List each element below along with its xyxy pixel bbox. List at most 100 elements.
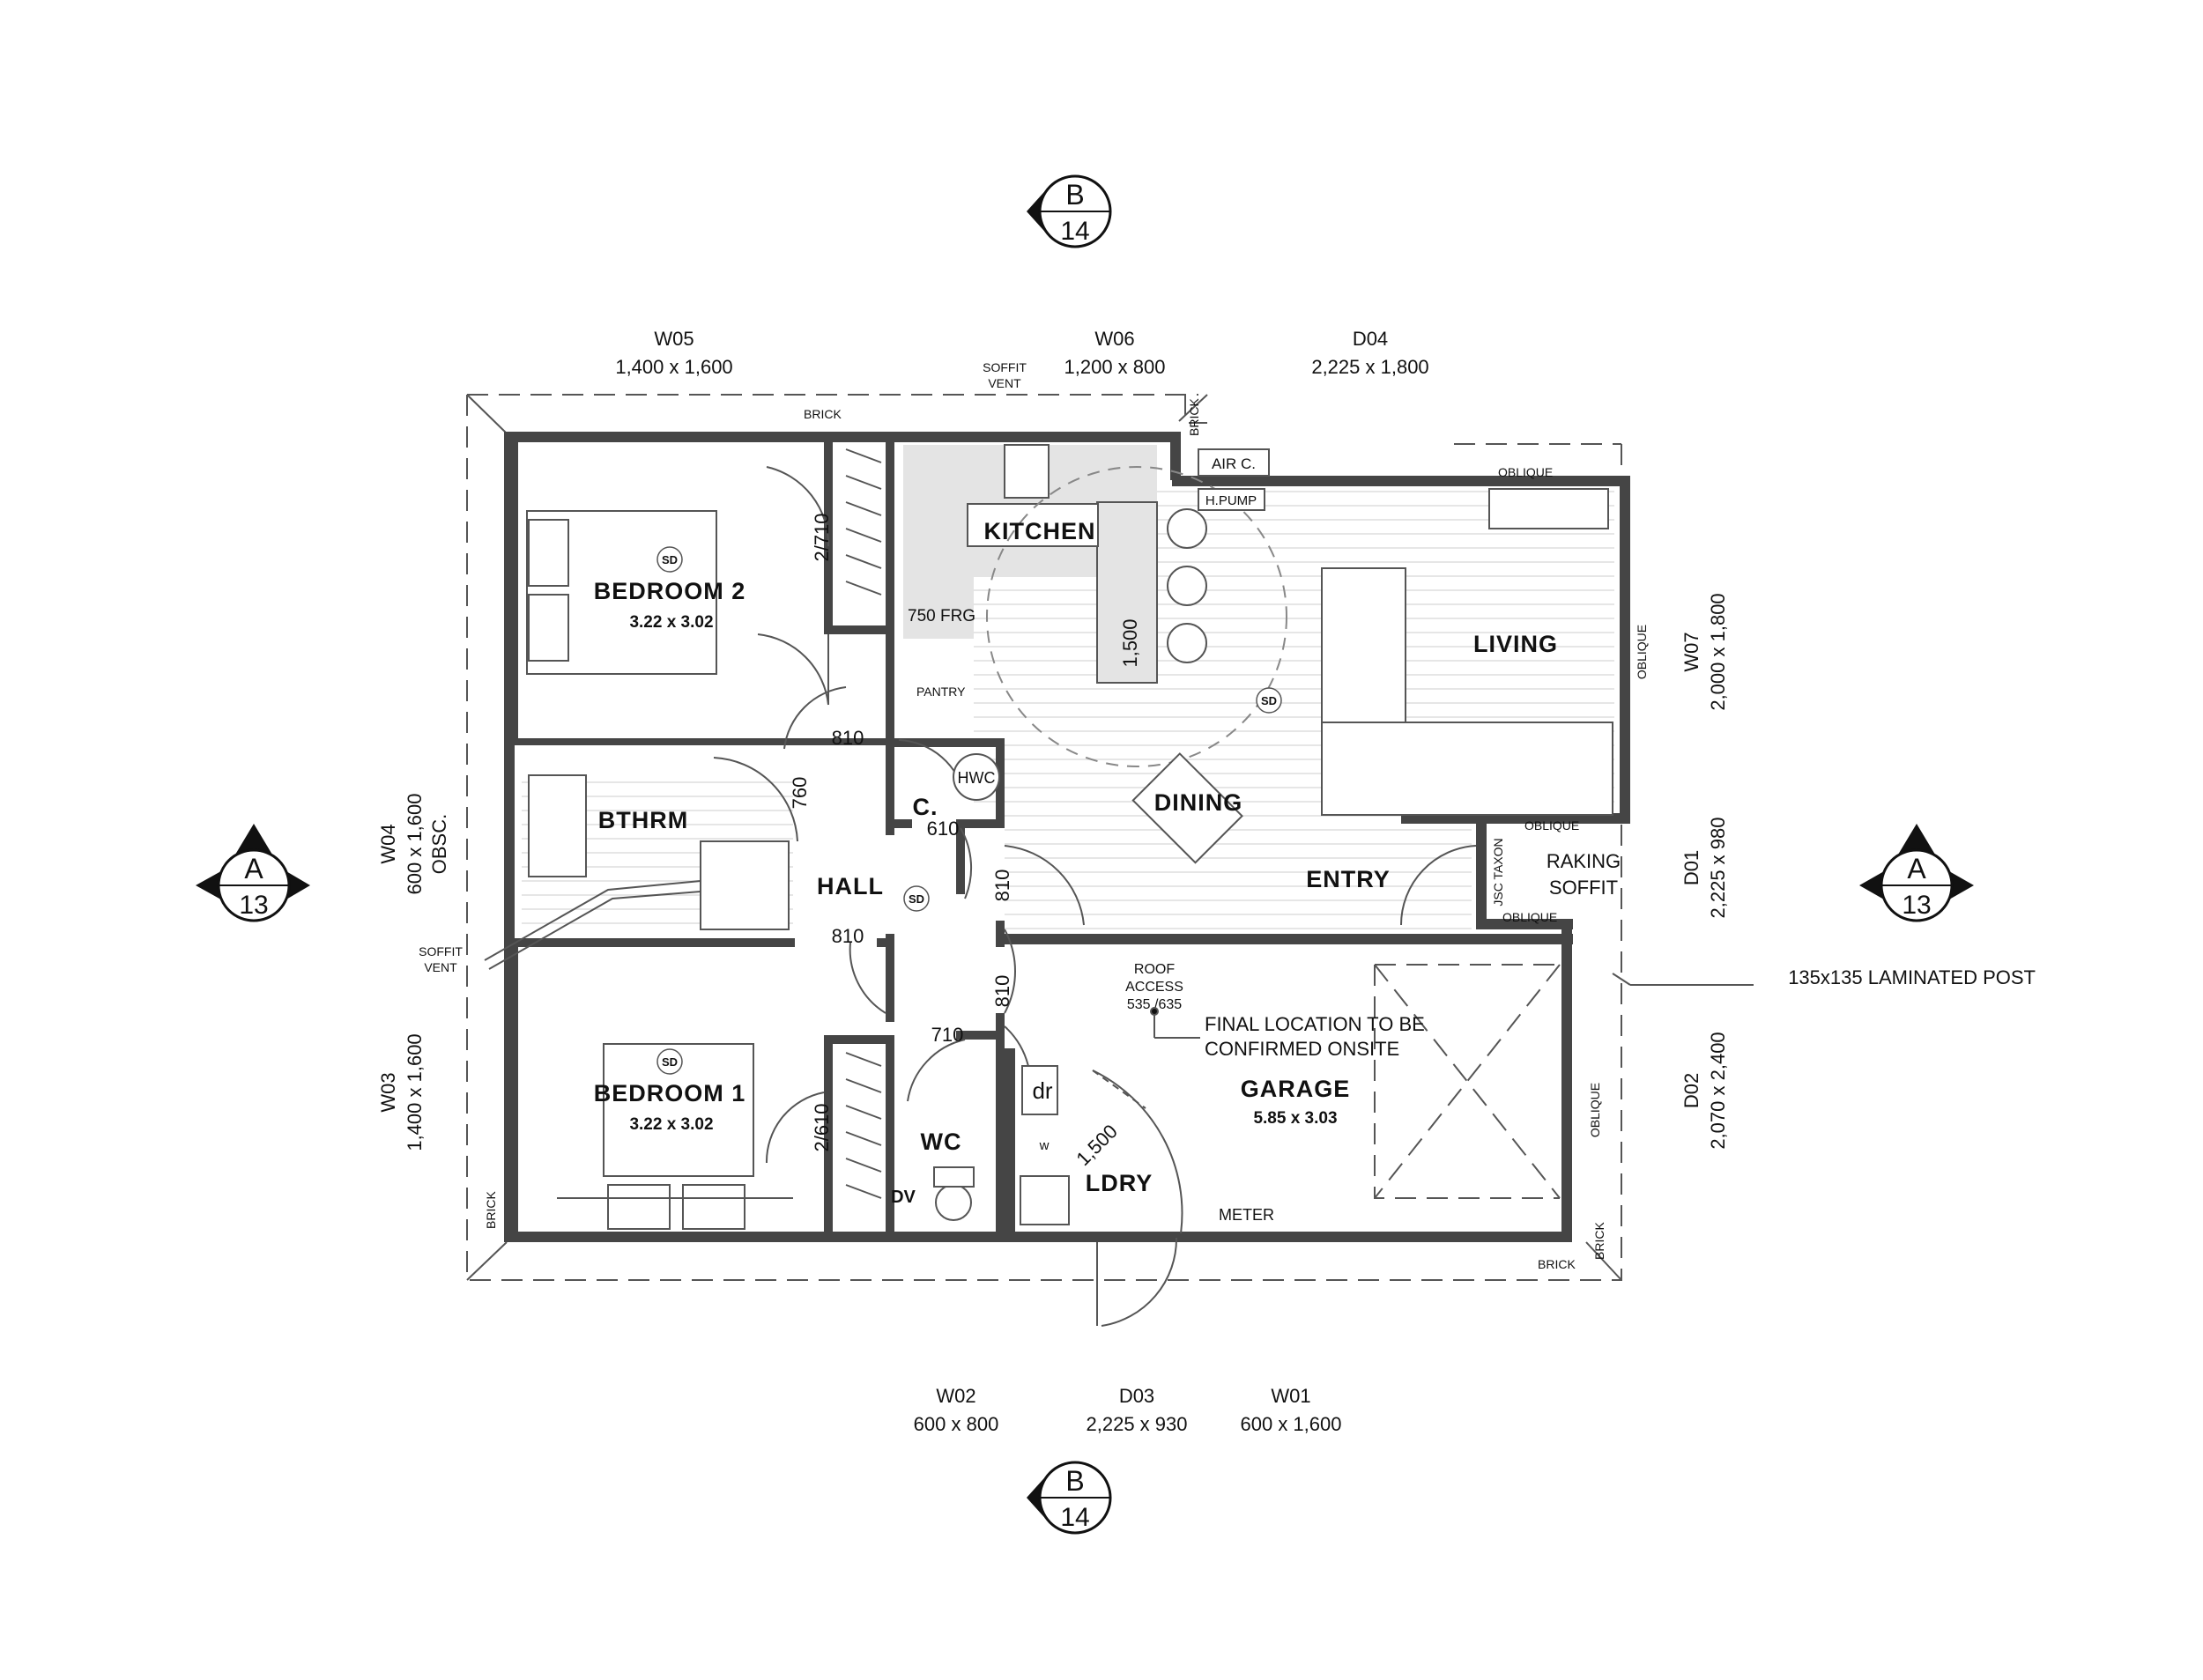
hot-water-icon [953,753,1000,801]
window-w01-size: 600 x 1,600 [1241,1413,1342,1435]
room-bedroom-2-dims: 3.22 x 3.02 [629,613,713,632]
marker-letter: A [244,853,263,884]
smoke-detector-label: SD [662,1055,678,1069]
window-w03-code: W03 [377,1072,399,1112]
leader-lines [1150,973,1754,1039]
vent-label: VENT [988,376,1021,390]
door-size-wc: 710 [931,1024,964,1046]
hot-water-label: HWC [958,769,996,787]
window-w06-code: W06 [1094,328,1134,350]
roof-access-size: 535 /635 [1127,997,1182,1012]
room-bedroom-1-dims: 3.22 x 3.02 [629,1115,713,1134]
door-d01-size: 2,225 x 980 [1707,818,1729,919]
room-laundry: LDRY [1086,1170,1153,1196]
final-location-note: FINAL LOCATION TO BE [1205,1013,1425,1035]
raking-label: RAKING [1547,850,1621,872]
fridge-label: 750 FRG [908,607,975,625]
taxon-label: JSC TAXON [1491,838,1505,906]
heat-pump-label: H.PUMP [1205,493,1257,508]
section-marker-left: A 13 [196,824,310,922]
brick-label-left: BRICK [484,1191,498,1229]
window-w02-size: 600 x 800 [914,1413,999,1435]
meter-label: METER [1219,1206,1274,1224]
vent-label: VENT [424,960,457,974]
window-w04-note: OBSC. [428,814,450,874]
final-location-note: CONFIRMED ONSITE [1205,1038,1399,1060]
door-size-robe-bed2: 2/710 [811,513,833,561]
door-d03-size: 2,225 x 930 [1087,1413,1188,1435]
room-dining: DINING [1154,789,1243,816]
room-living: LIVING [1473,631,1558,657]
room-garage: GARAGE [1241,1076,1351,1102]
oblique-label: OBLIQUE [1588,1083,1602,1137]
room-hall: HALL [817,873,884,899]
soffit-label: SOFFIT [1549,877,1618,899]
door-size-hall-bed1: 810 [832,925,864,947]
window-w07-code: W07 [1680,632,1702,671]
walls [504,432,1630,1242]
door-d03-code: D03 [1119,1385,1154,1407]
brick-label-right: BRICK [1187,398,1201,436]
window-w03-size: 1,400 x 1,600 [404,1033,426,1151]
garage-dashes [1374,964,1561,1199]
wardrobes [845,448,882,1199]
door-size-bath: 760 [789,777,811,810]
air-con-label: AIR C. [1212,455,1256,472]
door-size-hall-entry: 810 [991,870,1013,902]
eave-outline [466,394,1622,1281]
smoke-detector-label: SD [662,553,678,566]
door-size-hall-garage: 810 [991,975,1013,1008]
smoke-detector-label: SD [1261,694,1277,707]
door-d02-code: D02 [1680,1073,1702,1108]
door-d04-size: 2,225 x 1,800 [1311,356,1428,378]
section-marker-right: A 13 [1859,824,1974,922]
door-size-laundry: 1,500 [1072,1120,1122,1170]
door-d02-size: 2,070 x 2,400 [1707,1032,1729,1149]
door-d01-code: D01 [1680,850,1702,885]
room-bedroom-1: BEDROOM 1 [594,1080,746,1106]
kitchen-island [1096,501,1158,684]
room-bathroom: BTHRM [598,807,688,833]
room-entry: ENTRY [1306,866,1391,892]
stair-hatch [484,880,701,970]
section-marker-bottom: B 14 [1027,1461,1112,1535]
window-w01-code: W01 [1271,1385,1310,1407]
smoke-detectors [656,546,1282,1075]
marker-sheet: 13 [239,891,268,920]
window-w04-size: 600 x 1,600 [404,794,426,895]
kitchen-bench-side [903,577,974,639]
door-size-robe-bed1: 2/610 [811,1103,833,1151]
downpipe-label: DV [891,1188,916,1207]
room-garage-dims: 5.85 x 3.03 [1253,1109,1337,1128]
laminated-post-label: 135x135 LAMINATED POST [1788,966,2036,988]
window-w02-code: W02 [936,1385,975,1407]
door-d04-code: D04 [1353,328,1388,350]
room-cupboard: C. [913,794,938,820]
door-size-bed2: 810 [832,727,864,749]
room-kitchen: KITCHEN [984,518,1096,544]
roof-access-label: ACCESS [1125,980,1183,995]
roof-access-label: ROOF [1134,962,1175,977]
soffit-label: SOFFIT [983,360,1027,374]
window-w05-code: W05 [654,328,694,350]
window-w07-size: 2,000 x 1,800 [1707,593,1729,710]
section-marker-top: B 14 [1027,174,1112,248]
island-length: 1,500 [1119,618,1141,667]
room-wc: WC [921,1129,962,1155]
marker-letter: B [1065,179,1084,211]
window-w04-code: W04 [377,824,399,863]
oblique-label: OBLIQUE [1502,910,1557,924]
furniture [526,444,1613,1230]
oblique-label: OBLIQUE [1498,465,1553,479]
dryer-label: dr [1032,1077,1052,1104]
oblique-label: OBLIQUE [1635,625,1649,679]
marker-sheet: 14 [1060,217,1089,246]
brick-label-bottom: BRICK [1538,1257,1576,1271]
pantry-label: PANTRY [916,685,966,699]
marker-letter: A [1907,853,1926,884]
smoke-detector-label: SD [909,892,924,906]
oblique-label: OBLIQUE [1524,818,1579,833]
marker-letter: B [1065,1465,1084,1497]
marker-sheet: 13 [1902,891,1931,920]
